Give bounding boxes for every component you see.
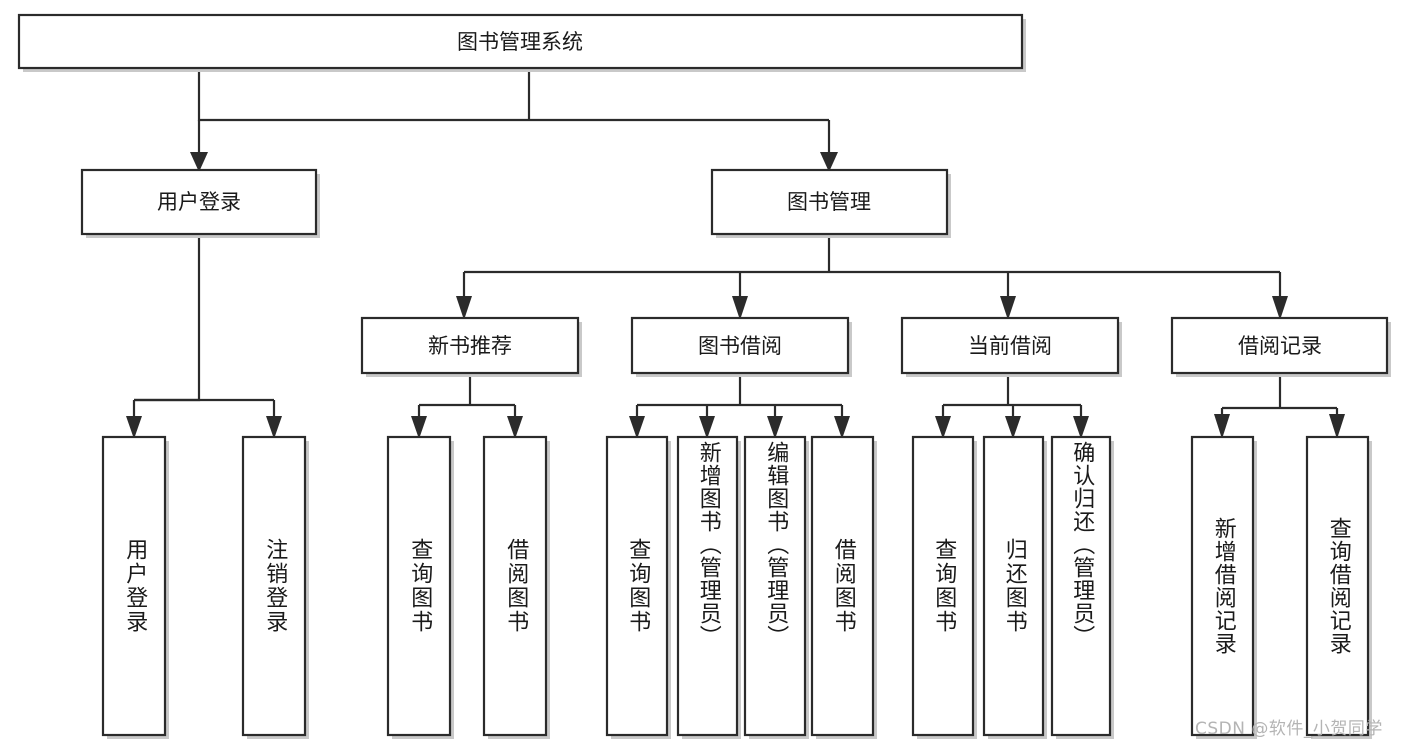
leaf-label-query-book-c: 查询图书 bbox=[931, 538, 957, 634]
arrowhead-leaf-borrow-book-rec bbox=[507, 416, 523, 439]
leaf-label-wrap-borrow-book-rec: 借阅图书 bbox=[484, 437, 546, 735]
node-current-borrow-label: 当前借阅 bbox=[968, 334, 1052, 358]
leaf-label-wrap-user-logout: 注销登录 bbox=[243, 437, 305, 735]
node-leaf-user-login[interactable] bbox=[101, 435, 169, 739]
leaf-label-wrap-add-record: 新增借阅记录 bbox=[1192, 437, 1253, 735]
node-borrow-record-label: 借阅记录 bbox=[1238, 334, 1322, 358]
leaf-label-wrap-query-book-b: 查询图书 bbox=[607, 437, 667, 735]
node-leaf-borrow-book-rec[interactable] bbox=[482, 435, 550, 739]
node-leaf-query-book-rec[interactable] bbox=[386, 435, 454, 739]
node-user-login-label: 用户登录 bbox=[157, 190, 241, 214]
leaf-label-query-book-b: 查询图书 bbox=[625, 538, 651, 634]
connector-layer bbox=[126, 68, 1345, 439]
leaf-label-return-book: 归还图书 bbox=[1001, 538, 1027, 634]
arrowhead-leaf-add-book bbox=[699, 416, 715, 439]
leaf-label-wrap-query-book-rec: 查询图书 bbox=[388, 437, 450, 735]
arrowhead-leaf-confirm-return bbox=[1073, 416, 1089, 439]
leaf-label-edit-book: 编辑图书（管理员） bbox=[763, 441, 789, 648]
node-borrow-record-box[interactable] bbox=[1170, 316, 1389, 375]
leaf-box-add-record[interactable] bbox=[1190, 435, 1255, 737]
arrowhead-leaf-borrow-book-b bbox=[834, 416, 850, 439]
node-root-box[interactable] bbox=[17, 13, 1024, 70]
leaf-label-wrap-edit-book: 编辑图书（管理员） bbox=[745, 437, 805, 735]
leaf-label-user-login: 用户登录 bbox=[122, 538, 148, 634]
arrowhead-user-login bbox=[190, 152, 208, 172]
leaf-label-query-book-rec: 查询图书 bbox=[407, 538, 433, 634]
leaf-box-borrow-book-b[interactable] bbox=[810, 435, 875, 737]
leaf-label-query-record: 查询借阅记录 bbox=[1325, 517, 1351, 655]
leaf-box-edit-book[interactable] bbox=[743, 435, 807, 737]
connector-root-stem bbox=[197, 68, 829, 122]
node-leaf-return-book[interactable] bbox=[982, 435, 1047, 739]
node-book-borrow-box[interactable] bbox=[630, 316, 850, 375]
leaf-label-wrap-query-book-c: 查询图书 bbox=[913, 437, 973, 735]
node-new-book-rec-box[interactable] bbox=[360, 316, 580, 375]
arrowhead-leaf-query-record bbox=[1329, 414, 1345, 439]
leaf-box-borrow-book-rec[interactable] bbox=[482, 435, 548, 737]
leaf-label-wrap-user-login: 用户登录 bbox=[103, 437, 165, 735]
node-leaf-add-book[interactable] bbox=[676, 435, 741, 739]
node-leaf-query-book-b[interactable] bbox=[605, 435, 671, 739]
leaf-label-wrap-confirm-return: 确认归还（管理员） bbox=[1052, 437, 1110, 735]
arrowhead-book-borrow bbox=[732, 296, 748, 320]
arrowhead-leaf-add-record bbox=[1214, 414, 1230, 439]
node-user-login[interactable]: 用户登录 bbox=[80, 168, 320, 238]
node-leaf-query-record[interactable] bbox=[1305, 435, 1372, 739]
node-current-borrow-box[interactable] bbox=[900, 316, 1120, 375]
node-book-borrow[interactable]: 图书借阅 bbox=[630, 316, 852, 377]
leaf-label-add-book: 新增图书（管理员） bbox=[695, 441, 721, 648]
node-leaf-confirm-return[interactable] bbox=[1050, 435, 1114, 739]
node-leaf-add-record[interactable] bbox=[1190, 435, 1257, 739]
leaf-label-borrow-book-rec: 借阅图书 bbox=[503, 538, 529, 634]
leaf-box-user-login[interactable] bbox=[101, 435, 167, 737]
leaf-label-wrap-return-book: 归还图书 bbox=[984, 437, 1043, 735]
node-leaf-edit-book[interactable] bbox=[743, 435, 809, 739]
arrowhead-leaf-user-logout bbox=[266, 416, 282, 439]
connector-user-login-stem bbox=[134, 234, 201, 402]
node-leaf-user-logout[interactable] bbox=[241, 435, 309, 739]
node-book-borrow-label: 图书借阅 bbox=[698, 334, 782, 358]
leaf-box-query-record[interactable] bbox=[1305, 435, 1370, 737]
arrowhead-leaf-edit-book bbox=[767, 416, 783, 439]
node-borrow-record[interactable]: 借阅记录 bbox=[1170, 316, 1391, 377]
leaf-box-confirm-return[interactable] bbox=[1050, 435, 1112, 737]
leaf-box-query-book-c[interactable] bbox=[911, 435, 975, 737]
leaf-label-wrap-query-record: 查询借阅记录 bbox=[1307, 437, 1368, 735]
arrowhead-leaf-query-book-rec bbox=[411, 416, 427, 439]
leaf-box-user-logout[interactable] bbox=[241, 435, 307, 737]
leaf-label-user-logout: 注销登录 bbox=[262, 538, 288, 634]
node-new-book-rec-label: 新书推荐 bbox=[428, 334, 512, 358]
leaf-label-add-record: 新增借阅记录 bbox=[1210, 517, 1236, 655]
node-leaf-borrow-book-b[interactable] bbox=[810, 435, 877, 739]
leaf-label-borrow-book-b: 借阅图书 bbox=[830, 538, 856, 634]
leaf-label-confirm-return: 确认归还（管理员） bbox=[1069, 441, 1095, 648]
leaf-node-layer bbox=[101, 435, 1372, 739]
arrowhead-leaf-return-book bbox=[1005, 416, 1021, 439]
node-book-manage-box[interactable] bbox=[710, 168, 949, 236]
node-leaf-query-book-c[interactable] bbox=[911, 435, 977, 739]
node-book-manage-label: 图书管理 bbox=[787, 190, 871, 214]
arrowhead-book-manage bbox=[820, 152, 838, 172]
leaf-box-add-book[interactable] bbox=[676, 435, 739, 737]
arrowhead-borrow-record bbox=[1272, 296, 1288, 320]
leaf-box-query-book-rec[interactable] bbox=[386, 435, 452, 737]
arrowhead-leaf-query-book-b bbox=[629, 416, 645, 439]
leaf-label-wrap-borrow-book-b: 借阅图书 bbox=[812, 437, 873, 735]
arrowhead-current-borrow bbox=[1000, 296, 1016, 320]
csdn-watermark: CSDN @软件_小贺同学 bbox=[1195, 719, 1383, 739]
leaf-box-return-book[interactable] bbox=[982, 435, 1045, 737]
node-user-login-box[interactable] bbox=[80, 168, 318, 236]
leaf-label-wrap-add-book: 新增图书（管理员） bbox=[678, 437, 737, 735]
arrowhead-leaf-query-book-c bbox=[935, 416, 951, 439]
leaf-box-query-book-b[interactable] bbox=[605, 435, 669, 737]
node-new-book-rec[interactable]: 新书推荐 bbox=[360, 316, 582, 377]
arrowhead-leaf-user-login bbox=[126, 416, 142, 439]
node-root-label: 图书管理系统 bbox=[457, 30, 583, 54]
node-book-manage[interactable]: 图书管理 bbox=[710, 168, 951, 238]
node-current-borrow[interactable]: 当前借阅 bbox=[900, 316, 1122, 377]
arrowhead-new-book-rec bbox=[456, 296, 472, 320]
node-root[interactable]: 图书管理系统 bbox=[17, 13, 1026, 72]
